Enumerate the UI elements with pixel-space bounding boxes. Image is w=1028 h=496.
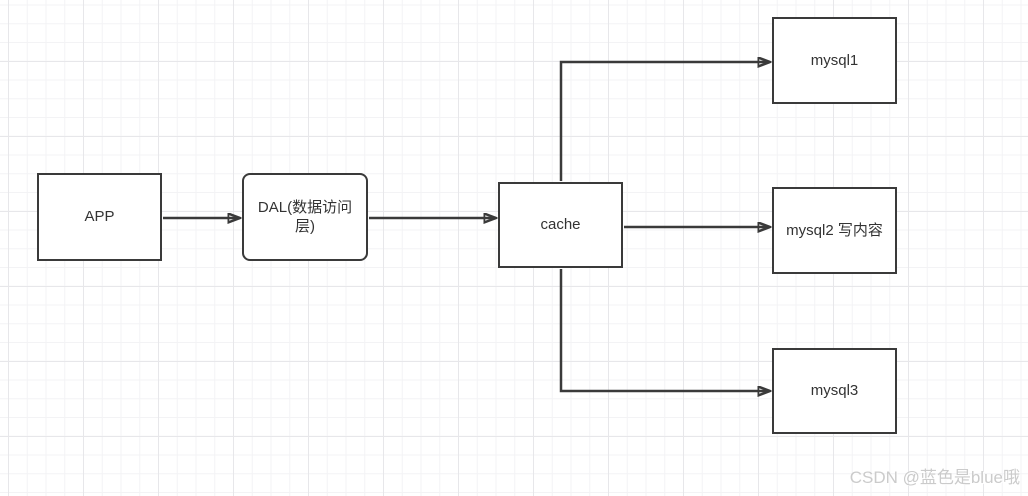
- node-mysql1[interactable]: mysql1: [772, 17, 897, 104]
- node-app[interactable]: APP: [37, 173, 162, 261]
- node-dal-label: DAL(数据访问层): [257, 198, 353, 236]
- edge-cache-mysql1: [559, 62, 770, 181]
- node-mysql2-label: mysql2 写内容: [786, 221, 883, 239]
- node-mysql3-label: mysql3: [810, 382, 859, 400]
- node-dal[interactable]: DAL(数据访问层): [242, 173, 368, 261]
- node-cache[interactable]: cache: [498, 182, 623, 268]
- node-mysql3[interactable]: mysql3: [772, 348, 897, 434]
- edge-cache-mysql3: [559, 269, 770, 391]
- node-mysql1-label: mysql1: [810, 51, 859, 69]
- node-app-label: APP: [84, 208, 115, 226]
- node-cache-label: cache: [540, 216, 581, 234]
- watermark: CSDN @蓝色是blue哦: [849, 468, 1020, 487]
- node-mysql2[interactable]: mysql2 写内容: [772, 187, 897, 274]
